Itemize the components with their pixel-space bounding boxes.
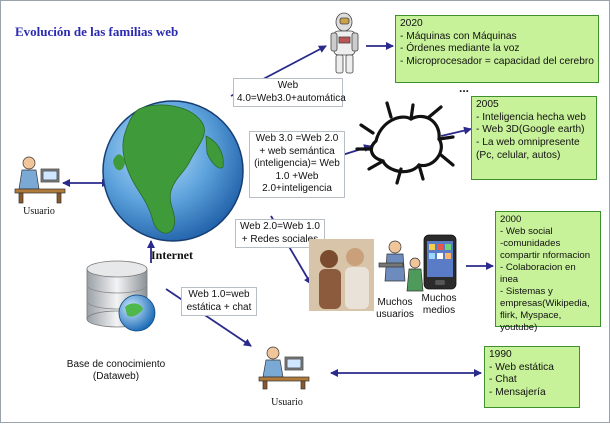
many-users-label: Muchos usuarios (376, 297, 414, 320)
note-web3: Web 3.0 =Web 2.0 + web semántica (inteli… (249, 131, 345, 198)
era-item: -comunidades (500, 238, 561, 249)
era-item: - Máquinas con Máquinas (400, 30, 517, 42)
era-box-2000: 2000 - Web social -comunidades compartir… (495, 211, 601, 333)
era-box-2020: 2020 - Máquinas con Máquinas - Órdenes m… (395, 15, 599, 83)
era-year: 2000 (500, 214, 522, 225)
note-web1: Web 1.0=web estática + chat (181, 287, 257, 316)
era-item: - Microprocesador = capacidad del cerebr… (400, 56, 594, 68)
era-item: - Mensajería (489, 387, 546, 399)
era-item: - Web 3D(Google earth) (476, 124, 585, 136)
ellipsis: ... (459, 81, 470, 95)
page-title: Evolución de las familias web (15, 24, 179, 39)
era-year: 2020 (400, 18, 423, 29)
arrow-network-to-box (440, 126, 472, 137)
era-item: - Chat (489, 374, 517, 386)
era-year: 1990 (489, 349, 512, 360)
era-box-1990: 1990 - Web estática - Chat - Mensajería (484, 346, 580, 408)
era-item: - La web omnipresente (Pc, celular, auto… (476, 137, 580, 161)
era-item: - Web social (500, 226, 553, 237)
knowledge-base-label: Base de conocimiento (Dataweb) (66, 359, 166, 382)
internet-label: Internet (151, 248, 193, 262)
era-item: - Inteligencia hecha web (476, 111, 586, 123)
era-item: - Órdenes mediante la voz (400, 43, 520, 55)
arrow-to-bottom-user (165, 288, 252, 347)
user-bottom-label: Usuario (271, 397, 303, 408)
era-box-2005: 2005 - Inteligencia hecha web - Web 3D(G… (471, 96, 597, 180)
user-left-label: Usuario (23, 206, 55, 217)
era-item: - Web estática (489, 361, 554, 373)
era-item: compartir nformacion (500, 250, 591, 261)
many-media-label: Muchos medios (421, 293, 457, 316)
era-item: - Sistemas y empresas(Wikipedia, flirk, … (500, 286, 590, 333)
note-web2: Web 2.0=Web 1.0 + Redes sociales (235, 219, 325, 248)
era-year: 2005 (476, 99, 499, 110)
note-web4: Web 4.0=Web3.0+automática (233, 78, 346, 107)
era-item: - Colaboracion en inea (500, 262, 576, 285)
